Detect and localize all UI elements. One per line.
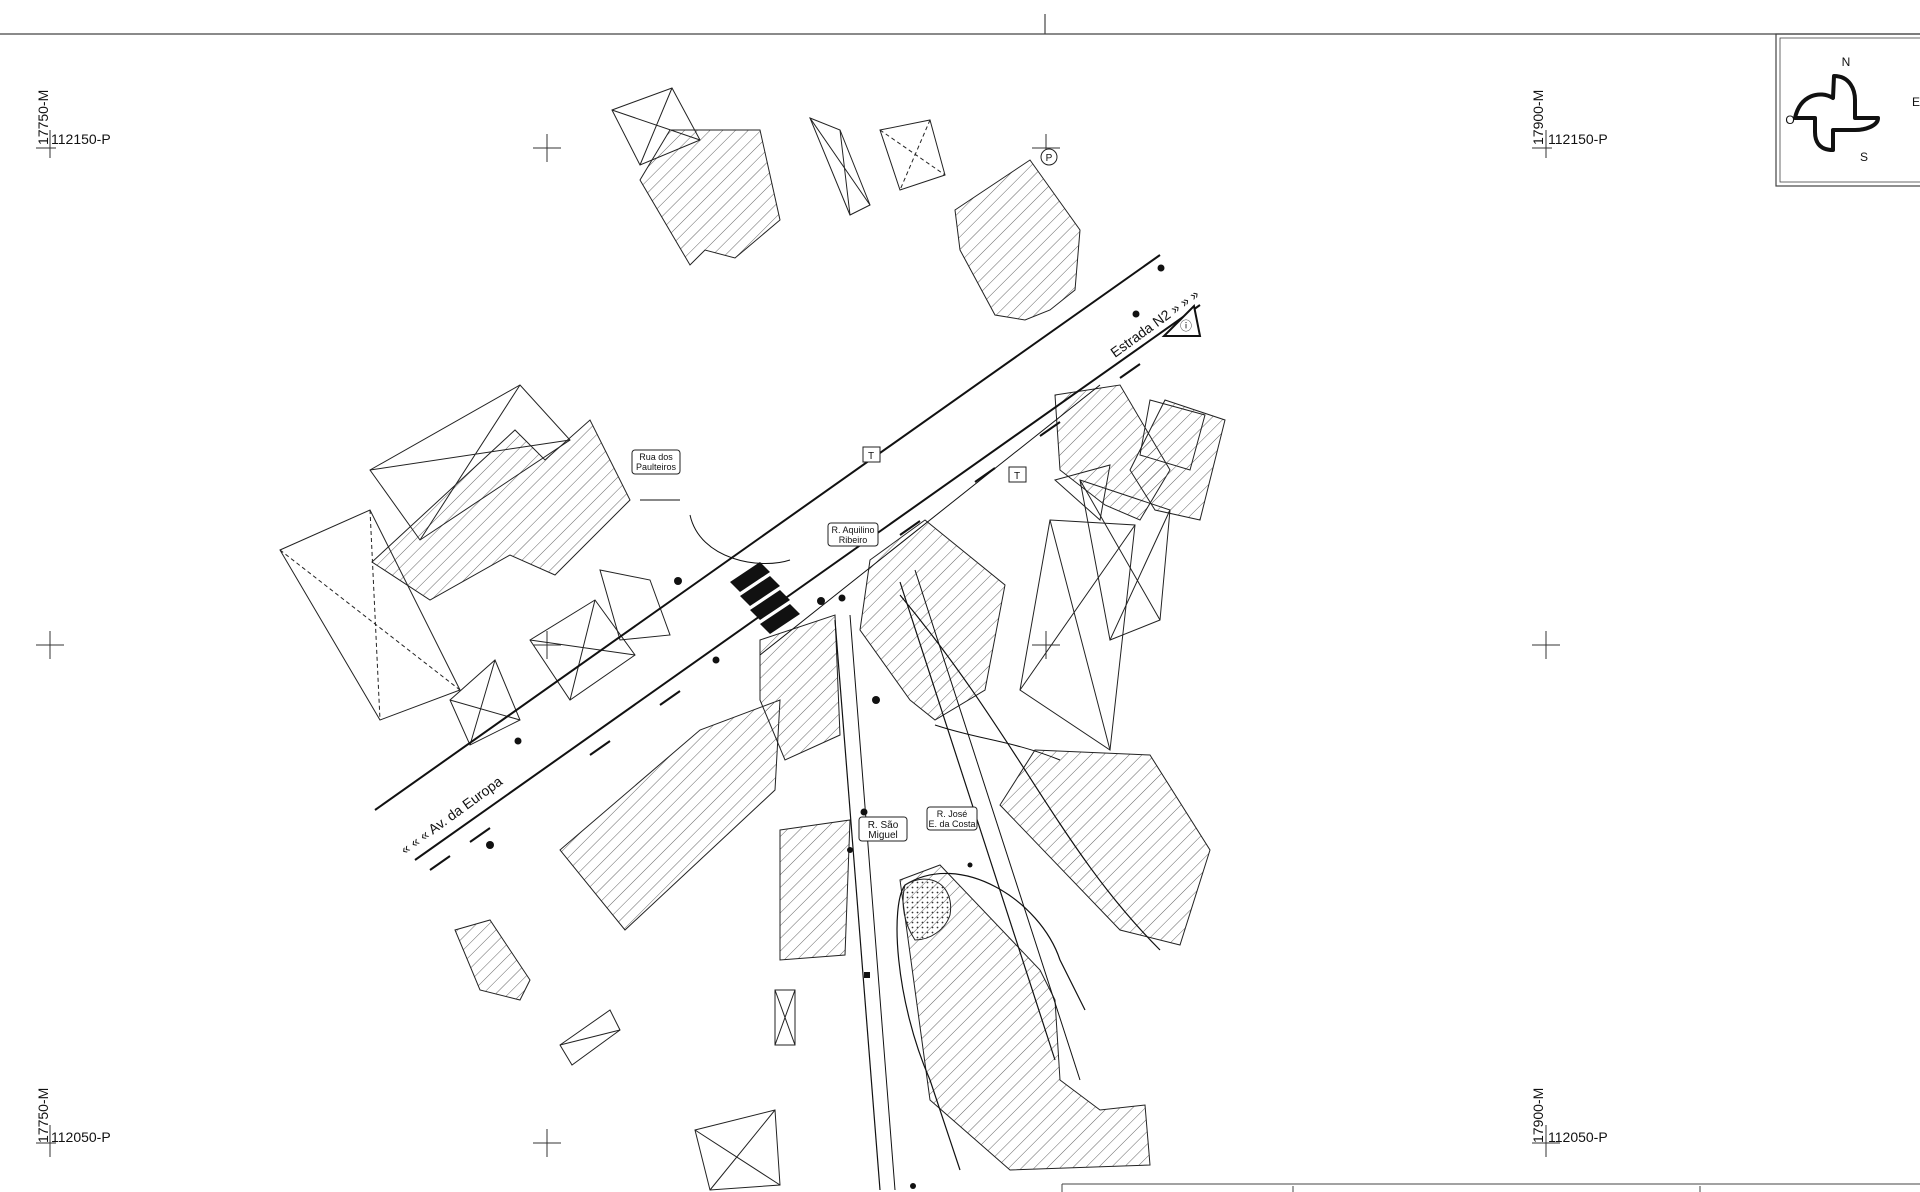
compass-west-label: O — [1785, 113, 1794, 127]
building-north-2 — [954, 159, 1081, 321]
grid-label-tl-m: 17750-M — [35, 89, 51, 145]
building-south-triangle — [899, 864, 1151, 1171]
compass-south-label: S — [1860, 150, 1868, 164]
compass-icon — [1793, 74, 1880, 152]
grid-label-br-m: 17900-M — [1530, 1087, 1546, 1143]
road-casings — [374, 254, 1201, 1191]
compass-east-label: E — [1912, 95, 1920, 109]
building-south-west — [559, 699, 781, 931]
label-sao-miguel: R. São Miguel — [858, 816, 908, 842]
building-west-1 — [371, 419, 631, 601]
grid-crosses — [36, 130, 1560, 1157]
building-southeast — [999, 749, 1211, 946]
grid-label-bl-m: 17750-M — [35, 1087, 51, 1143]
sheet-frame — [0, 14, 1920, 187]
parking-marker: P — [1040, 148, 1058, 166]
taxi-marker-1-label: T — [868, 451, 874, 462]
grid-label-tr-p: 112150-P — [1548, 131, 1608, 147]
label-jose-costa-line1: R. José — [937, 809, 968, 819]
label-jose-costa: R. José E. da Costa — [926, 806, 978, 831]
parking-marker-label: P — [1046, 153, 1053, 164]
hatched-buildings — [371, 129, 1226, 1171]
title-block-strip — [1061, 1183, 1920, 1192]
label-sao-miguel-line2: Miguel — [868, 830, 897, 841]
label-jose-costa-line2: E. da Costa — [928, 819, 975, 829]
outline-buildings — [279, 87, 1206, 1191]
label-rua-paulitos-line1: Rua dos — [639, 452, 673, 462]
taxi-marker-1: T — [862, 446, 881, 463]
compass-rose: N S O E — [1785, 55, 1920, 164]
label-sao-miguel-line1: R. São — [868, 820, 899, 831]
label-rua-paulitos: Rua dos Paulteiros — [631, 449, 681, 475]
building-southwest-small — [454, 919, 531, 1001]
building-north-1 — [639, 129, 781, 266]
label-aquilino-ribeiro: R. Aquilino Ribeiro — [827, 522, 879, 547]
road-centerline — [429, 363, 1141, 871]
taxi-marker-2-label: T — [1014, 471, 1020, 482]
building-south-center — [779, 819, 851, 961]
warning-triangle-icon: ⓘ — [1161, 303, 1202, 337]
compass-north-label: N — [1842, 55, 1851, 69]
label-rua-paulitos-line2: Paulteiros — [636, 462, 677, 472]
svg-text:ⓘ: ⓘ — [1180, 319, 1192, 333]
building-center-east — [859, 519, 1006, 721]
grid-label-br-p: 112050-P — [1548, 1129, 1608, 1145]
grid-label-bl-p: 112050-P — [51, 1129, 111, 1145]
crosswalk — [730, 562, 800, 634]
label-aquilino-line2: Ribeiro — [839, 535, 868, 545]
grid-label-tr-m: 17900-M — [1530, 89, 1546, 145]
street-furniture-dots — [486, 264, 1165, 1189]
label-aquilino-line1: R. Aquilino — [831, 525, 874, 535]
planting-area — [902, 878, 952, 941]
taxi-marker-2: T — [1008, 466, 1027, 483]
building-strip-center — [759, 614, 841, 761]
grid-label-tl-p: 112150-P — [51, 131, 111, 147]
